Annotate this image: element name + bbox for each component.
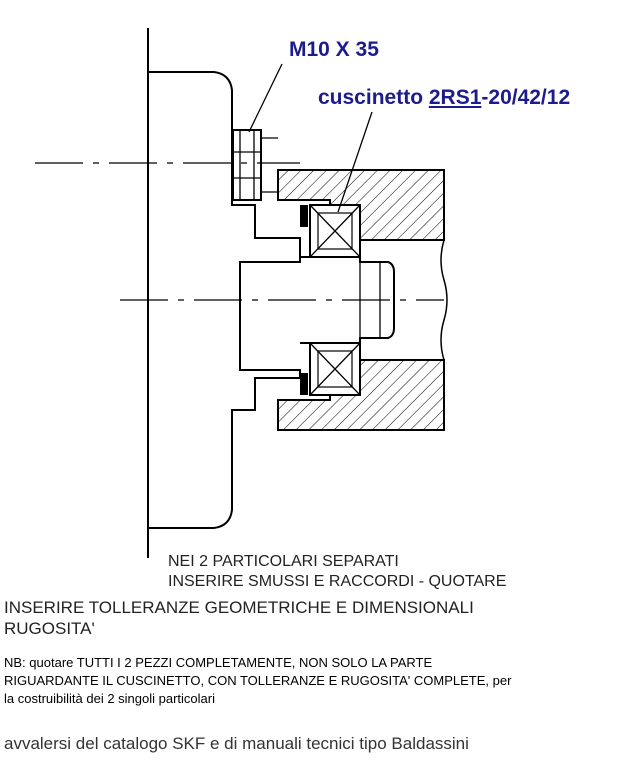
seal-lower [300,373,308,395]
seal-upper [300,205,308,227]
note-reference: avvalersi del catalogo SKF e di manuali … [4,734,469,753]
bearing-lower [309,342,361,396]
housing-break-line [440,239,448,361]
bearing-callout: cuscinetto 2RS1-20/42/12 [318,86,570,110]
note-separate-line2: INSERIRE SMUSSI E RACCORDI - QUOTARE [168,573,507,590]
note-tolerance-line1: INSERIRE TOLLERANZE GEOMETRICHE E DIMENS… [4,598,474,617]
bearing-callout-code: 2RS1 [428,86,482,109]
note-tolerance-line2: RUGOSITA' [4,619,95,638]
bearing-callout-suffix: -20/42/12 [481,86,571,109]
shaft-pin [300,256,395,344]
bolt-head [232,129,278,201]
bolt-callout: M10 X 35 [289,38,379,61]
note-nb-line3: la costruibilità dei 2 singoli particola… [4,691,215,706]
bearing-leader [337,111,373,213]
bearing-callout-prefix: cuscinetto [318,86,429,109]
note-nb-line1: NB: quotare TUTTI I 2 PEZZI COMPLETAMENT… [4,655,433,670]
note-nb-line2: RIGUARDANTE IL CUSCINETTO, CON TOLLERANZ… [4,673,512,688]
bolt-leader [248,63,283,133]
note-separate-line1: NEI 2 PARTICOLARI SEPARATI [168,553,399,570]
mechanical-drawing [35,28,448,558]
bearing-upper [309,204,361,258]
